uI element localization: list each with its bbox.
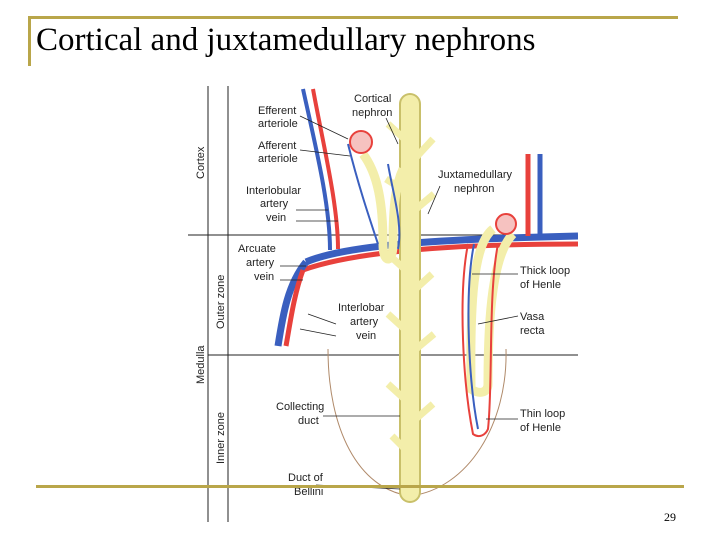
label-efferent-arteriole: arteriole	[258, 118, 298, 130]
label-collecting: Collecting	[276, 401, 324, 413]
page-number: 29	[664, 510, 676, 524]
interlobular-artery	[311, 88, 340, 250]
zone-label-medulla: Medulla	[195, 345, 207, 384]
label-interlobar-artery: artery	[350, 316, 379, 328]
label-interlobular-artery: artery	[260, 198, 289, 210]
slide-title: Cortical and juxtamedullary nephrons	[36, 22, 536, 58]
label-cortical: Cortical	[354, 93, 391, 105]
cortical-glomerulus	[349, 130, 373, 154]
label-interlobular-vein: vein	[266, 212, 286, 224]
label-cortical-nephron: nephron	[352, 107, 392, 119]
label-juxtamedullary: Juxtamedullary	[438, 169, 512, 181]
label-efferent: Efferent	[258, 105, 296, 117]
label-afferent: Afferent	[258, 140, 296, 152]
label-thin-loop-henle: of Henle	[520, 422, 561, 434]
nephron-diagram: Cortex Medulla Outer zone Inner zone	[188, 84, 578, 524]
vasa-recta-vein	[467, 243, 479, 430]
label-duct-of: Duct of	[288, 472, 324, 484]
label-thick-loop-henle: of Henle	[520, 279, 561, 291]
label-interlobar: Interlobar	[338, 302, 385, 314]
label-juxtamedullary-nephron: nephron	[454, 183, 494, 195]
label-bellini: Bellini	[294, 486, 323, 498]
juxtamedullary-glomerulus	[495, 213, 517, 235]
bottom-rule	[36, 485, 684, 488]
label-arcuate: Arcuate	[238, 243, 276, 255]
title-rule-left	[28, 16, 31, 66]
zone-label-cortex: Cortex	[195, 146, 207, 179]
label-interlobular: Interlobular	[246, 185, 301, 197]
vasa-recta-artery	[461, 243, 499, 438]
interlobular-vein	[301, 88, 332, 251]
label-thin-loop: Thin loop	[520, 408, 565, 420]
interlobar-artery	[283, 269, 306, 347]
label-arcuate-artery: artery	[246, 257, 275, 269]
label-arcuate-vein: vein	[254, 271, 274, 283]
label-afferent-arteriole: arteriole	[258, 153, 298, 165]
zone-label-inner: Inner zone	[215, 412, 227, 464]
label-collecting-duct: duct	[298, 415, 319, 427]
label-vasa: Vasa	[520, 311, 545, 323]
label-interlobar-vein: vein	[356, 330, 376, 342]
label-thick-loop: Thick loop	[520, 265, 570, 277]
interlobar-vein	[274, 259, 309, 347]
label-recta: recta	[520, 325, 545, 337]
zone-label-outer: Outer zone	[215, 275, 227, 329]
title-rule-top	[28, 16, 678, 19]
peritubular-capillaries	[347, 143, 401, 250]
